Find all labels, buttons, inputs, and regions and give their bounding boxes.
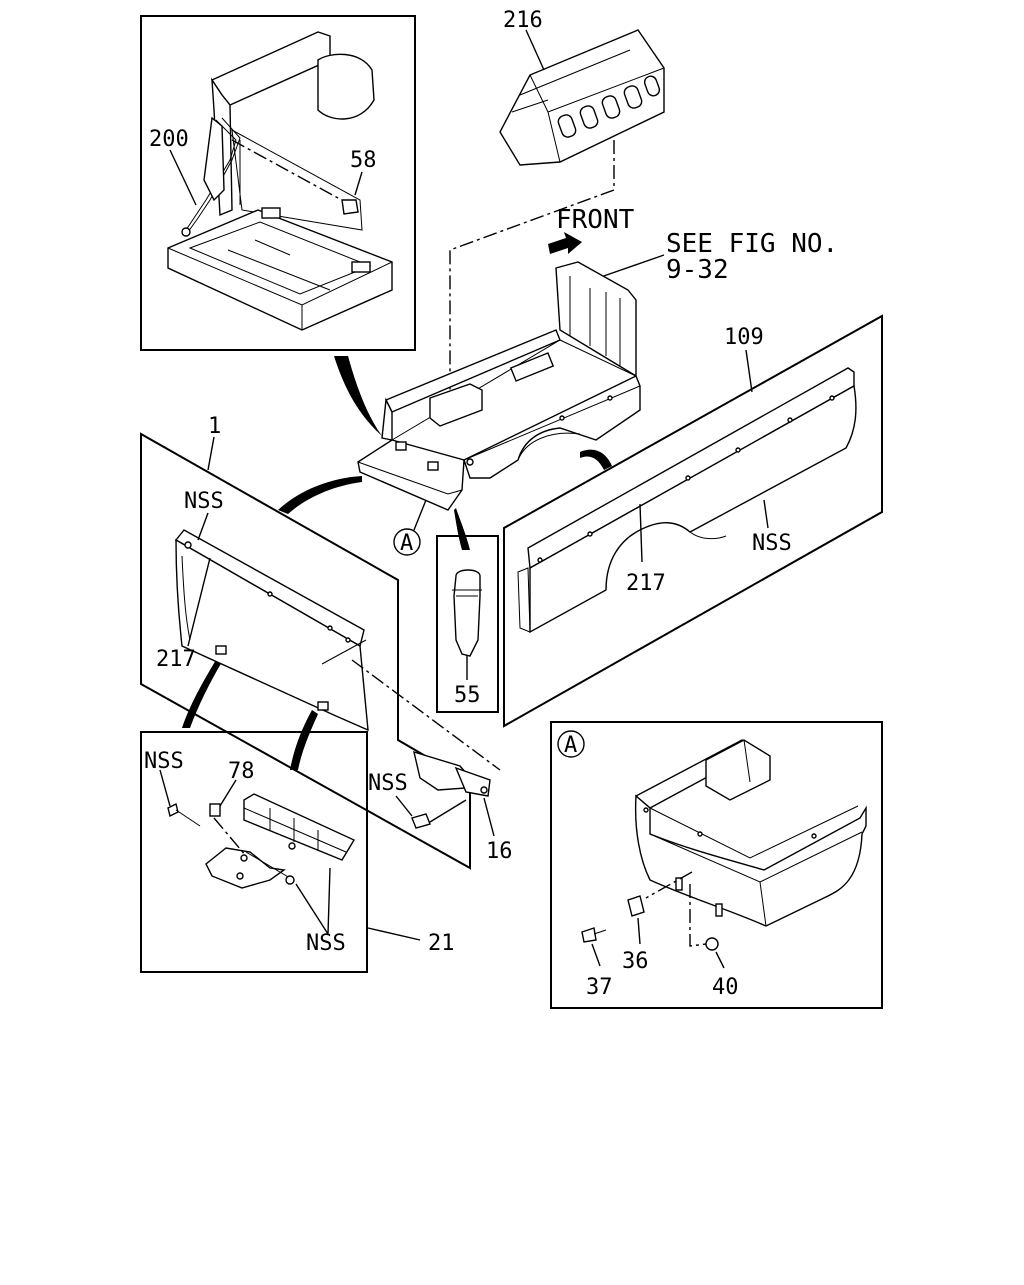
front-indicator: FRONT SEE FIG NO. 9-32 [548,205,838,285]
label-109: 109 [724,325,764,350]
label-fig-no: 9-32 [666,255,729,285]
callout-a: A [393,499,427,556]
label-21: 21 [428,931,455,956]
part-55-bumper: 55 [436,535,499,713]
label-217-left: 217 [156,647,196,672]
label-216: 216 [503,8,543,33]
panel-tailgate-1: 1 NSS 217 NSS 16 [140,414,513,870]
label-circle-a2: A [564,733,577,758]
label-1: 1 [208,414,221,439]
inset-hinge-21: NSS 78 NSS 21 [140,731,455,973]
label-nss-right: NSS [752,531,792,556]
label-58: 58 [350,148,377,173]
label-217-right: 217 [626,571,666,596]
label-16: 16 [486,839,513,864]
label-37: 37 [586,975,613,1000]
inset-detail-a: A 36 37 40 [550,721,883,1009]
panel-side-109: 109 NSS 217 [503,314,883,728]
label-40: 40 [712,975,739,1000]
label-front: FRONT [556,205,635,235]
label-36: 36 [622,949,649,974]
inset-tailgate-chain: 200 58 [140,15,416,351]
label-55: 55 [454,683,481,708]
label-nss-hinge-left: NSS [144,749,184,774]
label-circle-a: A [400,531,413,556]
label-nss-latch: NSS [368,771,408,796]
label-see-fig: SEE FIG NO. [666,229,838,259]
callout-arrows [182,356,612,770]
part-216-cover: 216 [449,8,665,390]
truck-bed-assembly [357,261,641,511]
label-200: 200 [149,127,189,152]
label-78: 78 [228,759,255,784]
label-nss-top: NSS [184,489,224,514]
front-arrow-icon [548,232,582,254]
label-nss-bottom: NSS [306,931,346,956]
